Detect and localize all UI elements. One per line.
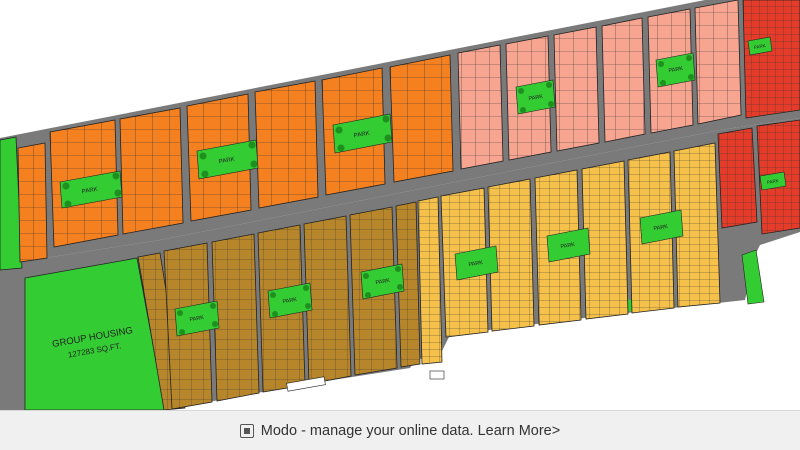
plot-block	[17, 142, 48, 263]
park: PARK	[332, 113, 393, 154]
park-label: PARK	[218, 157, 235, 166]
plot-block	[395, 201, 421, 368]
plot-block	[581, 160, 629, 320]
small-plot-box	[286, 376, 326, 392]
plot-block	[553, 26, 600, 152]
ad-banner-text[interactable]: Modo - manage your online data. Learn Mo…	[260, 422, 561, 439]
park-label: PARK	[753, 43, 766, 50]
site-plan-map: GROUP HOUSING 127283 SQ.FT.	[0, 0, 800, 410]
plot-block	[119, 107, 184, 235]
green-area-right	[741, 249, 765, 305]
plot-block	[254, 80, 319, 209]
modo-logo-icon	[239, 423, 254, 438]
park-label: PARK	[653, 224, 669, 232]
park: PARK	[515, 79, 556, 115]
park-label: PARK	[375, 278, 391, 286]
bottom-row-olive-blocks	[137, 201, 421, 410]
park-label: PARK	[189, 315, 205, 323]
plot-block	[457, 44, 504, 170]
plot-block	[601, 17, 646, 143]
park: PARK	[59, 170, 123, 209]
park-label: PARK	[560, 242, 576, 250]
park: PARK	[546, 227, 591, 263]
park: PARK	[747, 36, 773, 56]
ad-banner[interactable]: Modo - manage your online data. Learn Mo…	[0, 410, 800, 450]
plot-block	[417, 196, 443, 365]
plot-block	[742, 0, 800, 119]
park: PARK	[174, 300, 220, 337]
park: PARK	[196, 139, 259, 180]
plot-block	[673, 142, 721, 308]
plot-block	[211, 233, 260, 402]
park-label: PARK	[528, 94, 544, 102]
plot-block	[487, 178, 535, 332]
park: PARK	[655, 52, 696, 88]
park-label: PARK	[468, 260, 484, 268]
park-label: PARK	[282, 297, 298, 305]
group-housing-plot	[24, 257, 166, 410]
park: PARK	[360, 263, 405, 300]
park: PARK	[454, 245, 499, 281]
park-label: PARK	[668, 66, 684, 74]
plot-block	[694, 0, 742, 125]
plot-block	[717, 127, 758, 229]
green-area-left	[0, 136, 23, 271]
park-label: PARK	[766, 178, 779, 185]
park-label: PARK	[81, 187, 98, 196]
plot-block	[389, 54, 454, 183]
park-label: PARK	[353, 131, 370, 140]
park: PARK	[639, 209, 684, 245]
parks: PARK PARK PARK PARK PARK PARK	[59, 36, 787, 337]
park: PARK	[267, 282, 313, 319]
small-plot-box	[429, 370, 445, 380]
park: PARK	[759, 171, 787, 191]
plot-block	[303, 215, 352, 385]
